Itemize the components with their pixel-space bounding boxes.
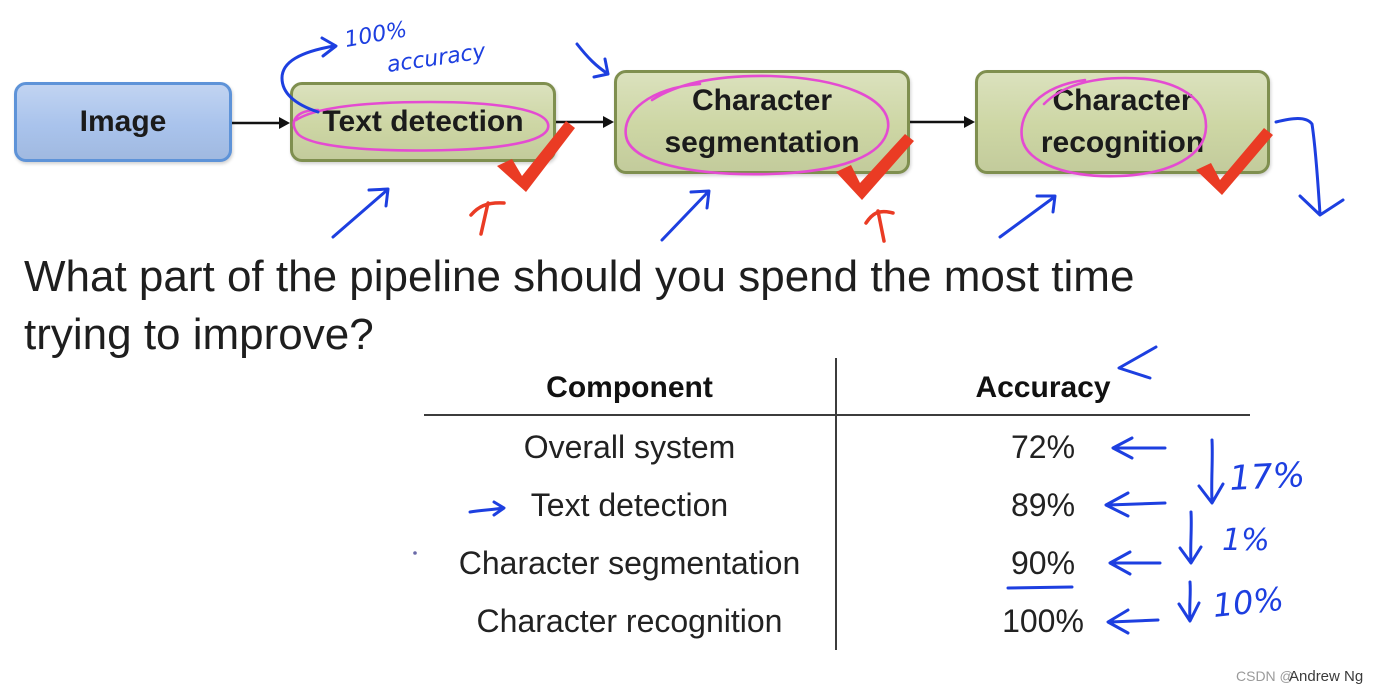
blue-arrow-recognition-input [998, 194, 1057, 239]
blue-arrow-segmentation-note [575, 42, 610, 79]
question-line-1: What part of the pipeline should you spe… [24, 252, 1135, 301]
arrowhead-text-detection-to-segmentation [603, 116, 614, 128]
table-header-accuracy: Accuracy [975, 371, 1111, 404]
note-accuracy: accuracy [385, 39, 488, 78]
stage-character-segmentation-label-line1: Character [691, 84, 833, 117]
stage-image-label: Image [79, 105, 167, 138]
table-cell-accuracy: 89% [1010, 487, 1076, 523]
arrowhead-segmentation-to-recognition [964, 116, 975, 128]
stage-text-detection-box: Text detection [290, 82, 556, 162]
blue-arrow-text-detection-input [331, 187, 390, 239]
note-100-percent: 100% [343, 17, 409, 53]
stage-text-detection-label: Text detection [322, 105, 524, 138]
red-arrow-text-detection-output [469, 201, 506, 236]
stage-character-recognition-label-line1: Character [1052, 84, 1193, 117]
stage-character-segmentation-label-line2: segmentation [664, 126, 860, 159]
question-line-2: trying to improve? [24, 310, 374, 359]
stage-character-recognition-box: Character recognition [975, 70, 1270, 174]
table-header-divider [424, 414, 1250, 416]
table-cell-accuracy: 100% [1002, 603, 1084, 639]
red-arrow-segmentation-output [864, 209, 895, 243]
table-cell-accuracy: 90% [1010, 545, 1076, 581]
table-header-component: Component [546, 371, 713, 404]
table-cell-component: Character segmentation [458, 545, 801, 581]
footer-author: Andrew Ng [1289, 668, 1364, 685]
table-cell-accuracy: 72% [1010, 429, 1076, 465]
blue-arrow-segmentation-input [660, 189, 711, 242]
question-text: What part of the pipeline should you spe… [24, 248, 1134, 364]
blue-arrow-recognition-output [1274, 117, 1345, 217]
table-cell-component: Overall system [523, 429, 736, 465]
table-column-divider [835, 358, 837, 650]
ink-dot [413, 551, 417, 555]
arrowhead-image-to-text-detection [279, 117, 290, 129]
table-cell-component: Character recognition [476, 603, 783, 639]
stage-character-segmentation-box: Character segmentation [614, 70, 910, 174]
stage-image-box: Image [14, 82, 232, 162]
stage-character-recognition-label-line2: recognition [1040, 126, 1205, 159]
table-cell-component: Text detection [530, 487, 729, 523]
footer-watermark: CSDN @ [1236, 668, 1294, 684]
